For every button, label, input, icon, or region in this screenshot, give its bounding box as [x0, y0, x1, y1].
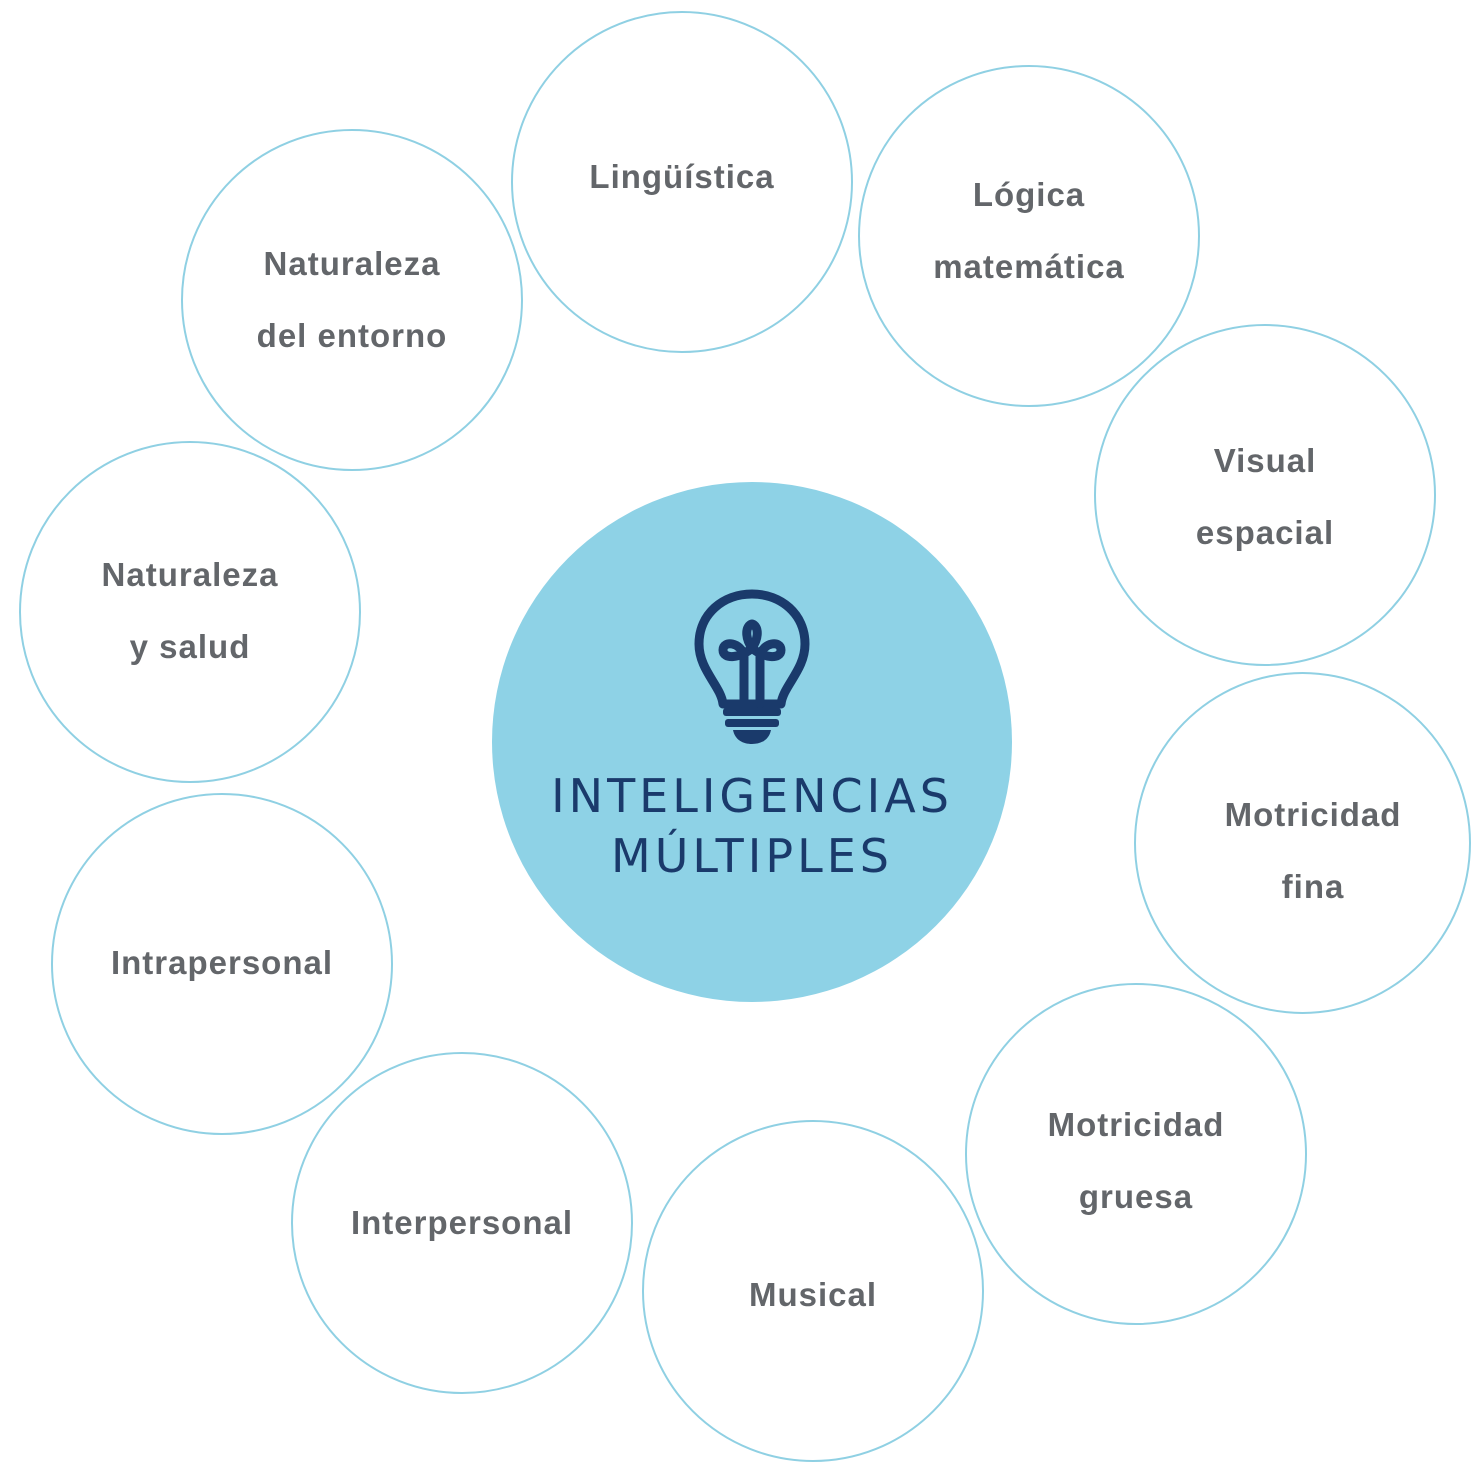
node-motricidad-fina: Motricidad fina	[1134, 672, 1471, 1014]
node-label: Lingüística	[589, 158, 775, 195]
node-logica-matematica: Lógica matemática	[858, 65, 1200, 407]
node-label: Motricidad	[1224, 796, 1402, 833]
node-label: Musical	[748, 1276, 878, 1313]
node-label: Motricidad	[1047, 1106, 1225, 1143]
node-label: Interpersonal	[350, 1204, 574, 1241]
node-naturaleza-salud: Naturaleza y salud	[19, 441, 361, 783]
node-musical: Musical	[642, 1120, 984, 1462]
node-motricidad-gruesa: Motricidad gruesa	[965, 983, 1307, 1325]
node-label: Naturaleza	[101, 556, 279, 593]
node-label: Visual	[1213, 442, 1317, 479]
center-title-line-1: INTELIGENCIAS	[551, 769, 953, 823]
node-label: del entorno	[256, 317, 448, 354]
node-interpersonal: Interpersonal	[291, 1052, 633, 1394]
node-linguistica: Lingüística	[511, 11, 853, 353]
node-label: espacial	[1195, 514, 1335, 551]
node-label: y salud	[129, 628, 251, 665]
node-label: Intrapersonal	[110, 944, 334, 981]
node-naturaleza-entorno: Naturaleza del entorno	[181, 129, 523, 471]
node-label: matemática	[933, 248, 1125, 285]
lightbulb-icon	[694, 589, 810, 744]
node-label: Naturaleza	[263, 245, 441, 282]
node-intrapersonal: Intrapersonal	[51, 793, 393, 1135]
center-circle: INTELIGENCIAS MÚLTIPLES	[492, 482, 1012, 1002]
node-label: fina	[1281, 868, 1345, 905]
node-visual-espacial: Visual espacial	[1094, 324, 1436, 666]
node-label: Lógica	[972, 176, 1086, 213]
center-title-line-2: MÚLTIPLES	[611, 829, 893, 883]
node-label: gruesa	[1078, 1178, 1194, 1215]
